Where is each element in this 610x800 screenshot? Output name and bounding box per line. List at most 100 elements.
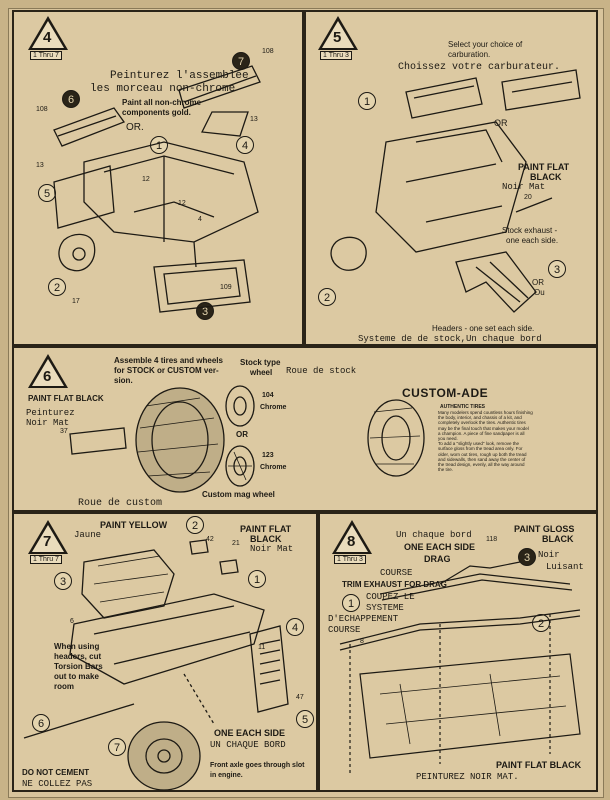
stock-wheel-line1: Stock type: [240, 358, 281, 367]
french-custom-wheel: Roue de custom: [78, 498, 163, 509]
step-4-panel: 4 1 Thru 7 Peinturez l'assemblee les mor…: [12, 10, 304, 346]
callout-6: 6: [62, 90, 80, 108]
chrome-label: Chrome: [260, 464, 287, 471]
part-number: 37: [60, 428, 68, 435]
part-number: 108: [262, 48, 274, 55]
part-number: 13: [250, 116, 258, 123]
part-number: 42: [206, 536, 214, 543]
french-luisant: Luisant: [546, 562, 584, 572]
french-trim-note: COUPEZ LE SYSTEME D'ECHAPPEMENT COURSE: [328, 592, 415, 635]
paint-gloss-line1: PAINT GLOSS: [514, 524, 575, 534]
part-number: 108: [36, 106, 48, 113]
paint-gloss-line2: BLACK: [542, 534, 574, 544]
or-label: OR: [532, 278, 544, 287]
trim-exhaust-label: TRIM EXHAUST FOR DRAG: [342, 580, 447, 589]
assemble-line2: for STOCK or CUSTOM ver-: [114, 366, 219, 375]
callout-3: 3: [548, 260, 566, 278]
french-paint-line1: Peinturez: [26, 408, 75, 418]
or-label: OR: [236, 430, 248, 439]
custom-mag-wheel-label: Custom mag wheel: [202, 490, 275, 499]
part-number: 109: [220, 284, 232, 291]
step-badge-triangle-inner: [32, 21, 64, 48]
step-8-panel: 8 1 Thru 3 Un chaque bord ONE EACH SIDE …: [318, 512, 598, 792]
headers-label: Headers - one set each side.: [432, 324, 535, 333]
ou-label: Ou: [534, 288, 545, 297]
custom-ade-body: Many modelers spend countless hours fini…: [438, 410, 533, 473]
one-each-side-label: ONE EACH SIDE: [214, 728, 286, 738]
step-6-panel: 6 Assemble 4 tires and wheels for STOCK …: [12, 346, 598, 512]
french-noir: Noir: [538, 550, 560, 560]
assemble-line1: Assemble 4 tires and wheels: [114, 356, 223, 365]
step-range: 1 Thru 3: [320, 51, 352, 60]
callout-7: 7: [108, 738, 126, 756]
do-not-cement-label: DO NOT CEMENT: [22, 768, 90, 777]
callout-5: 5: [296, 710, 314, 728]
engine-block-illustration: [53, 65, 261, 313]
part-number: 17: [72, 298, 80, 305]
french-paint-line2: Noir Mat: [26, 418, 70, 428]
or-label: OR.: [126, 122, 144, 133]
instruction-line2: carburation.: [448, 50, 491, 59]
step-number: 8: [347, 533, 356, 550]
part-number: 118: [486, 536, 498, 543]
french-instruction: Choissez votre carburateur.: [398, 62, 561, 73]
part-number: 20: [524, 194, 532, 201]
callout-1: 1: [248, 570, 266, 588]
step-number: 4: [43, 29, 52, 46]
step-badge-triangle-inner: [32, 359, 64, 386]
part-number: 12: [178, 200, 186, 207]
paint-instruction-line1: Paint all non-chrome: [122, 98, 202, 107]
part-number: 11: [258, 644, 266, 651]
french-course: COURSE: [380, 568, 413, 578]
french-un-chaque-bord: UN CHAQUE BORD: [210, 740, 286, 750]
step-badge-triangle-inner: [32, 525, 64, 552]
one-each-side-label: ONE EACH SIDE: [404, 542, 476, 552]
callout-1: 1: [358, 92, 376, 110]
callout-3: 3: [54, 572, 72, 590]
paint-label-line1: PAINT FLAT: [518, 162, 570, 172]
callout-6: 6: [32, 714, 50, 732]
part-number: 47: [296, 694, 304, 701]
chrome-label: Chrome: [260, 404, 287, 411]
exhaust-label-line1: Stock exhaust -: [502, 226, 558, 235]
callout-3: 3: [518, 548, 536, 566]
french-jaune: Jaune: [74, 530, 102, 540]
step-number: 7: [43, 533, 52, 550]
step-5-panel: 5 1 Thru 3 Select your choice of carbura…: [304, 10, 598, 346]
tire-wheel-illustration: [69, 385, 425, 493]
part-number: 6: [70, 618, 74, 625]
callout-1: 1: [342, 594, 360, 612]
exhaust-chassis-illustration: [339, 561, 581, 774]
step-range: 1 Thru 7: [30, 555, 62, 564]
custom-ade-subtitle: AUTHENTIC TIRES: [440, 404, 485, 410]
assemble-line3: sion.: [114, 376, 133, 385]
paint-instruction-line2: components gold.: [122, 108, 191, 117]
part-number: 12: [142, 176, 150, 183]
part-number: 8: [360, 638, 364, 645]
french-noir-mat: Noir Mat: [250, 544, 294, 554]
french-peinturez-noir-mat: PEINTUREZ NOIR MAT.: [416, 772, 519, 782]
step-7-panel: 7 1 Thru 7 PAINT YELLOW 2 Jaune PAINT FL…: [12, 512, 318, 792]
stock-wheel-line2: wheel: [250, 368, 273, 377]
step-badge-triangle-inner: [336, 525, 368, 552]
exhaust-label-line2: one each side.: [506, 236, 559, 245]
paint-flat-line1: PAINT FLAT: [240, 524, 292, 534]
step-range: 1 Thru 7: [30, 51, 62, 60]
callout-4: 4: [236, 136, 254, 154]
step-badge-triangle-inner: [322, 21, 354, 48]
french-stock-wheel: Roue de stock: [286, 366, 357, 376]
or-label: OR: [494, 118, 508, 128]
torsion-bar-warning: When using headers, cut Torsion Bars out…: [54, 642, 103, 691]
step-number: 6: [43, 368, 52, 385]
callout-2: 2: [318, 288, 336, 306]
callout-4: 4: [286, 618, 304, 636]
paint-flat-line2: BLACK: [250, 534, 282, 544]
part-number: 123: [262, 452, 274, 459]
step-number: 5: [333, 29, 342, 46]
french-ne-collez-pas: NE COLLEZ PAS: [22, 779, 93, 789]
front-axle-note-line1: Front axle goes through slot: [210, 762, 305, 769]
instruction-line1: Select your choice of: [448, 40, 523, 49]
paint-yellow-label: PAINT YELLOW: [100, 520, 168, 530]
drag-label: DRAG: [424, 554, 451, 564]
engine-carburetor-illustration: [330, 69, 581, 313]
